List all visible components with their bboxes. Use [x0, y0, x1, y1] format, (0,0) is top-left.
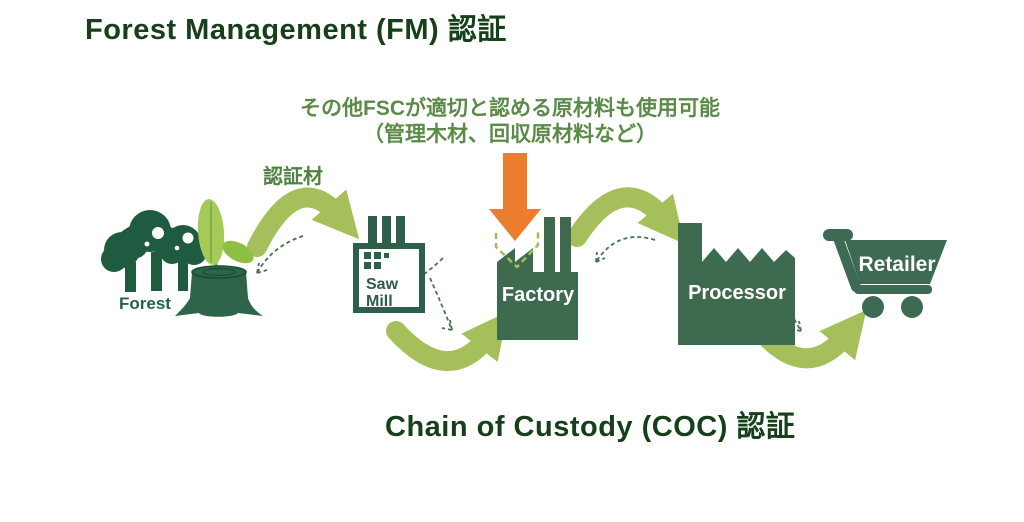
cart-wheel — [862, 296, 884, 318]
cart-axle — [854, 285, 932, 294]
flow-arrows — [247, 187, 867, 371]
retailer-label: Retailer — [858, 253, 935, 276]
factory-building-icon: Factory — [497, 217, 578, 340]
sawmill-label-line2: Mill — [366, 293, 393, 310]
dashed-arrow-factory-icon — [595, 236, 656, 263]
forest-label: Forest — [119, 294, 171, 313]
dashed-down-arrow-icon — [494, 232, 540, 269]
note-line-2: （管理木材、回収原材料など） — [363, 123, 657, 146]
dashed-arrow-forest-icon — [256, 235, 304, 274]
sawmill-building-icon: Saw Mill — [353, 216, 425, 313]
sawmill-chimney — [368, 216, 377, 250]
coc-certification-title: Chain of Custody (COC) 認証 — [385, 411, 796, 443]
sawmill-windows — [364, 252, 389, 269]
forest-trees-icon — [101, 210, 207, 292]
cart-basket — [845, 240, 947, 284]
orange-down-arrow-icon — [489, 153, 541, 241]
flow-arrow-sawmill-to-factory-icon — [386, 311, 508, 371]
sawmill-label-line1: Saw — [366, 276, 399, 293]
processor-building-icon: Processor — [678, 223, 795, 345]
processor-label: Processor — [688, 282, 786, 304]
fm-certification-title: Forest Management (FM) 認証 — [85, 14, 507, 46]
factory-label: Factory — [502, 284, 575, 306]
sawmill-chimney — [382, 216, 391, 250]
flow-arrow-forest-to-sawmill-icon — [247, 187, 360, 257]
retailer-cart-icon: Retailer — [823, 229, 947, 318]
cart-strut — [833, 233, 861, 292]
stump-and-seedling-icon — [175, 199, 263, 317]
certified-material-label: 認証材 — [263, 166, 323, 188]
flow-arrow-factory-to-processor-icon — [567, 187, 685, 247]
cart-wheel — [901, 296, 923, 318]
note-line-1: その他FSCが適切と認める原材料も使用可能 — [300, 97, 720, 120]
note-text: その他FSCが適切と認める原材料も使用可能 （管理木材、回収原材料など） — [250, 96, 770, 148]
sawmill-chimney — [396, 216, 405, 250]
